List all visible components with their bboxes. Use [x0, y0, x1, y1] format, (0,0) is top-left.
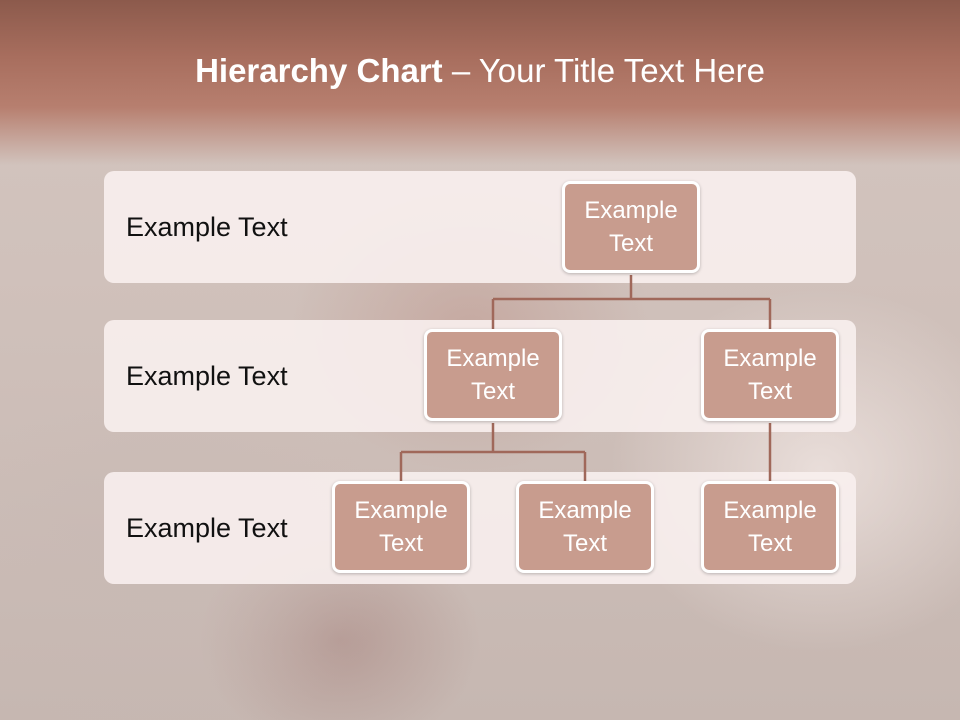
- slide-title-bold: Hierarchy Chart: [195, 52, 443, 89]
- node-level3-a[interactable]: Example Text: [332, 481, 470, 573]
- node-root-line1: Example: [584, 197, 678, 224]
- level-row-1: Example Text: [104, 171, 856, 283]
- node-level2-left-line1: Example: [446, 345, 540, 372]
- node-level2-right-line1: Example: [723, 345, 817, 372]
- node-root-line2: Text: [608, 230, 653, 257]
- node-level3-b-line2: Text: [562, 530, 607, 557]
- row-label-3: Example Text: [126, 513, 288, 543]
- row-label-2: Example Text: [126, 361, 288, 391]
- node-level3-c-line2: Text: [747, 530, 792, 557]
- row-label-1: Example Text: [126, 212, 288, 242]
- node-level3-a-line2: Text: [378, 530, 423, 557]
- node-level3-b-line1: Example: [538, 497, 632, 524]
- node-level3-a-line1: Example: [354, 497, 448, 524]
- slide-title-rest: – Your Title Text Here: [442, 52, 765, 89]
- node-level2-left-line2: Text: [470, 378, 515, 405]
- node-level2-right-line2: Text: [747, 378, 792, 405]
- title-band: [0, 0, 960, 165]
- node-level3-c[interactable]: Example Text: [701, 481, 839, 573]
- slide-title: Hierarchy Chart – Your Title Text Here: [0, 52, 960, 90]
- node-level3-b[interactable]: Example Text: [516, 481, 654, 573]
- node-level3-c-line1: Example: [723, 497, 817, 524]
- node-level2-right[interactable]: Example Text: [701, 329, 839, 421]
- node-level2-left[interactable]: Example Text: [424, 329, 562, 421]
- node-root[interactable]: Example Text: [562, 181, 700, 273]
